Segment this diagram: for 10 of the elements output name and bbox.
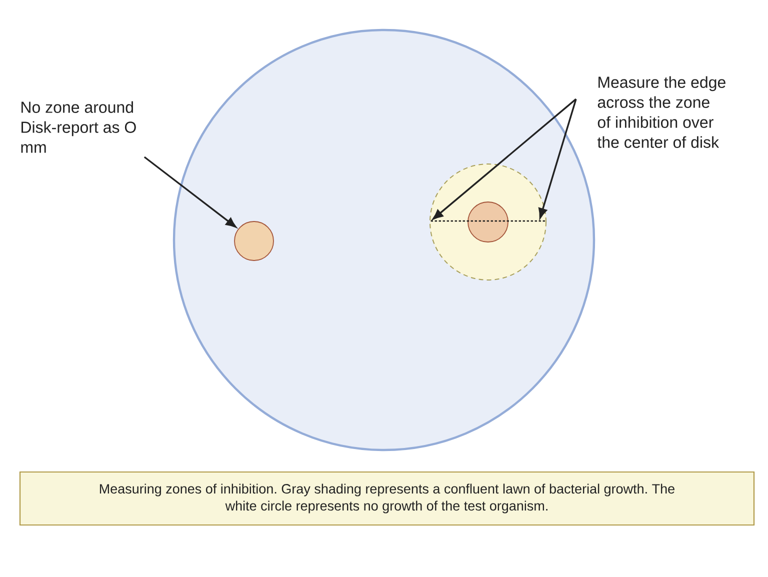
leader-arrow — [432, 98, 577, 220]
leader-arrow — [144, 156, 236, 228]
diameter-line — [430, 220, 546, 222]
leader-arrow — [538, 98, 577, 219]
caption-box: Measuring zones of inhibition. Gray shading represents a confluent lawn of bacterial growth. The white circle represents no growth of the test organism. — [19, 471, 755, 526]
callout-text: Measure the edge across the zone of inhibition over the center of disk — [597, 76, 726, 148]
antibiotic-disk — [468, 202, 508, 242]
petri-dish — [172, 28, 596, 452]
antibiotic-disk — [234, 221, 274, 261]
callout-text: No zone around Disk-report as O mm — [21, 101, 136, 153]
